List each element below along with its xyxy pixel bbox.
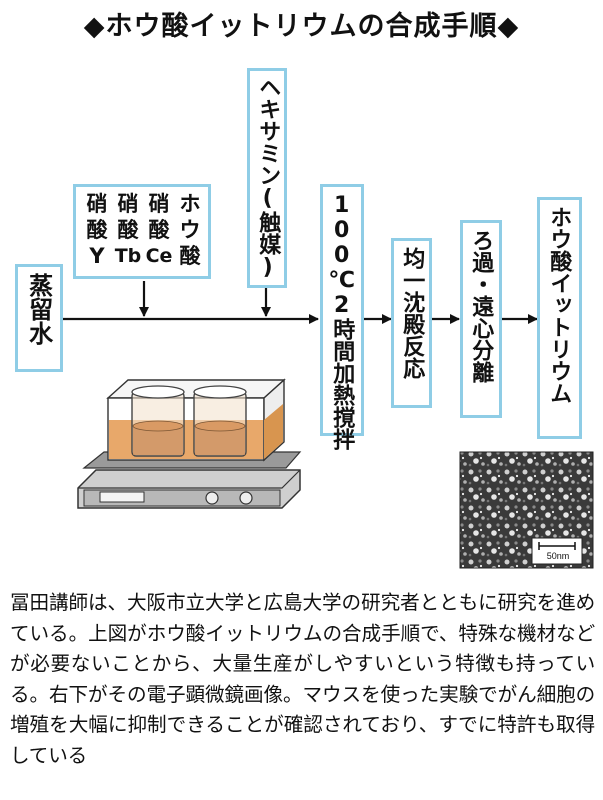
electron-micrograph xyxy=(459,451,594,569)
scale-bar-label: 50nm xyxy=(546,551,570,561)
box-precipitation: 均一沈殿反応 xyxy=(391,238,432,408)
box-precipitation-label: 均一沈殿反応 xyxy=(399,247,425,379)
box-distilled-water-label: 蒸留水 xyxy=(24,273,53,345)
box-heating-label: 100℃2時間加熱撹拌 xyxy=(329,193,355,450)
box-product-label: ホウ酸イットリウム xyxy=(546,206,572,404)
reagent-boric-acid: ホウ酸 xyxy=(179,192,201,268)
box-product: ホウ酸イットリウム xyxy=(537,197,582,439)
caption-text: 冨田講師は、大阪市立大学と広島大学の研究者とともに研究を進めている。上図がホウ酸… xyxy=(10,591,595,767)
box-distilled-water: 蒸留水 xyxy=(15,264,63,372)
box-hexamine-label: ヘキサミン(触媒) xyxy=(255,76,281,280)
box-separation-label: ろ過・遠心分離 xyxy=(468,229,494,383)
hotplate-illustration xyxy=(77,378,302,509)
box-hexamine: ヘキサミン(触媒) xyxy=(247,68,287,288)
box-heating: 100℃2時間加熱撹拌 xyxy=(320,184,364,450)
page-title: ◆ホウ酸イットリウムの合成手順◆ xyxy=(83,11,520,42)
box-separation: ろ過・遠心分離 xyxy=(460,220,502,418)
